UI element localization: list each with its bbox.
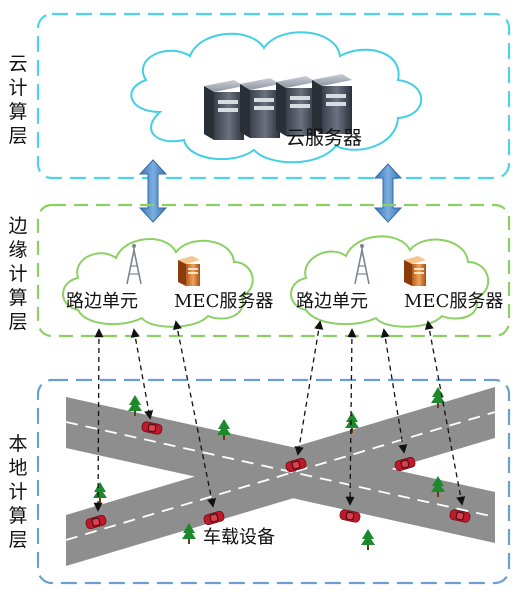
local-layer-label-char: 本 (8, 433, 28, 455)
car-icon (141, 421, 163, 435)
car-icon (394, 456, 416, 472)
mec-label-left: MEC服务器 (174, 291, 273, 312)
rsu-tower-icon (126, 244, 142, 285)
local-layer-label-char: 地 (8, 457, 28, 479)
v2i-link (380, 328, 408, 454)
v2i-link (130, 328, 154, 420)
local-layer-label-char: 算 (8, 505, 28, 527)
car-icon (285, 457, 307, 473)
mec-label-right: MEC服务器 (404, 291, 503, 312)
car-icon (85, 514, 107, 530)
cloud-layer-label-char: 计 (8, 77, 28, 99)
edge-layer-label-char: 算 (8, 287, 28, 309)
cloud-layer-label-char: 层 (8, 125, 28, 147)
tree-icon (361, 529, 375, 550)
v2i-link (93, 328, 104, 512)
rsu-tower-icon (354, 244, 370, 285)
edge-layer-label-char: 缘 (8, 239, 28, 261)
rsu-label-right: 路边单元 (296, 291, 368, 312)
edge-cloud-left (62, 238, 254, 328)
local-layer-frame (36, 378, 511, 585)
cloud-edge-arrow-left (138, 159, 168, 223)
local-layer-label-char: 层 (8, 529, 28, 551)
lane-marking (65, 411, 496, 541)
cloud-edge-arrow-right (373, 163, 403, 223)
tree-icon (217, 419, 231, 440)
edge-layer-label-char: 边 (8, 215, 28, 237)
tree-icon (93, 482, 107, 503)
edge-layer-label-char: 层 (8, 311, 28, 333)
car-icon (449, 509, 471, 523)
v2i-link (294, 320, 324, 456)
local-layer-label-char: 计 (8, 481, 28, 503)
cloud-server-icon (204, 74, 352, 140)
cloud-server-label: 云服务器 (286, 127, 362, 149)
edge-layer-frame (36, 203, 511, 338)
mec-server-icon (178, 256, 200, 286)
local-layer-label: 本 地 计 算 层 (7, 432, 29, 552)
mec-server-icon (404, 256, 426, 286)
cloud-layer-label-char: 算 (8, 101, 28, 123)
lane-marking (65, 421, 496, 518)
edge-cloud-right (290, 235, 490, 328)
edge-layer-label-char: 计 (8, 263, 28, 285)
cloud-layer-label-char: 云 (8, 53, 28, 75)
car-icon (339, 509, 361, 523)
edge-layer-label: 边 缘 计 算 层 (7, 214, 29, 334)
cloud-layer-label: 云 计 算 层 (7, 52, 29, 148)
rsu-label-left: 路边单元 (66, 291, 138, 312)
v2i-link (172, 320, 217, 508)
v2i-link (345, 328, 357, 506)
car-icon (203, 510, 225, 526)
v2i-link (424, 320, 466, 506)
tree-icon (182, 523, 196, 544)
vehicle-device-label: 车载设备 (203, 527, 275, 548)
cloud-layer-frame (36, 12, 511, 180)
v2i-links (93, 320, 466, 512)
road-network (65, 387, 496, 566)
